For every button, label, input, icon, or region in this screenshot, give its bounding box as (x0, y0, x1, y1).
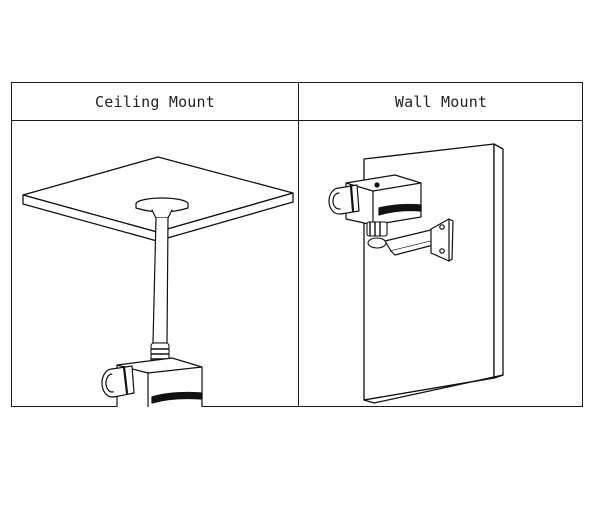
column-divider (298, 83, 299, 406)
mount-joint (366, 221, 388, 249)
ceiling-slab (22, 156, 294, 242)
header-row-divider (12, 120, 582, 121)
wall-mount-header: Wall Mount (394, 92, 488, 111)
mount-options-table: Ceiling Mount Wall Mount (11, 82, 583, 407)
camera-lens (328, 184, 360, 215)
wall-bracket (430, 218, 454, 262)
camera-lens (101, 365, 135, 398)
ceiling-mount-illustration (12, 121, 298, 407)
ceiling-mount-header: Ceiling Mount (95, 92, 215, 111)
mount-arm (384, 228, 442, 256)
ceiling-mount-base (135, 197, 189, 219)
wall-mount-illustration (299, 121, 583, 407)
camera-body (116, 357, 203, 407)
mount-pole (152, 217, 169, 344)
camera-body (345, 174, 422, 226)
